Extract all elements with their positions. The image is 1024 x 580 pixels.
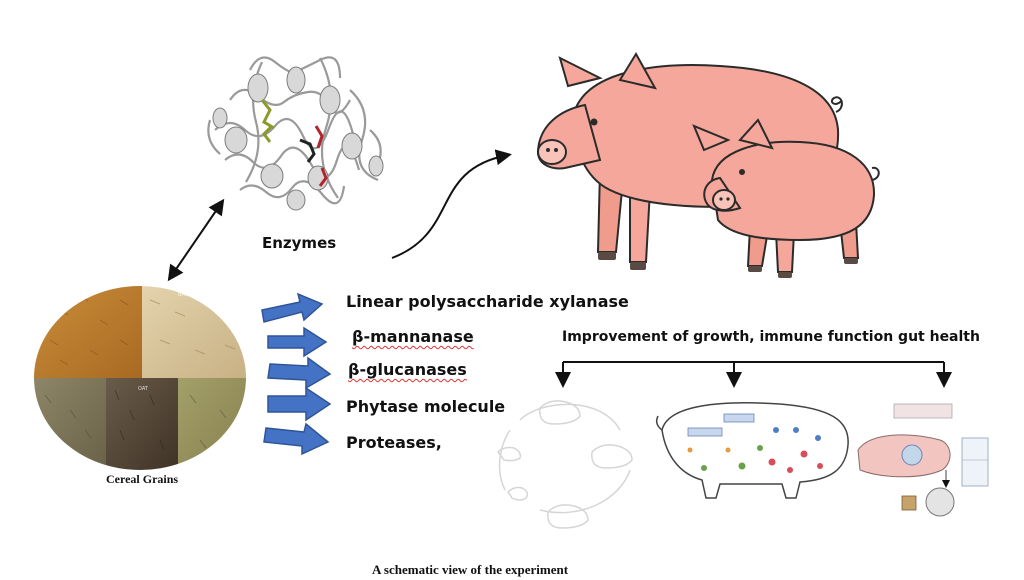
pig-lifecycle-icon [497, 400, 633, 529]
block-arrow-1 [261, 292, 324, 323]
outcome-bracket [555, 361, 952, 388]
curved-arrow-to-pigs [391, 149, 512, 259]
enzyme-item-glucanases: β-glucanases [348, 360, 467, 379]
pig-gut-diagram-icon [857, 403, 989, 517]
enzyme-item-proteases: Proteases, [346, 433, 442, 452]
caption: A schematic view of the experiment [372, 562, 569, 577]
protein-structure-icon [207, 56, 384, 211]
block-arrow-4 [267, 386, 332, 422]
pig-icon [536, 52, 880, 278]
improvement-label: Improvement of growth, immune function g… [562, 329, 980, 345]
enzyme-item-mannanase: β-mannanase [352, 327, 474, 346]
grain-icon [34, 286, 246, 470]
enzyme-item-xylanase: Linear polysaccharide xylanase [346, 292, 629, 311]
block-arrow-5 [263, 422, 330, 456]
enzyme-item-phytase: Phytase molecule [346, 397, 506, 416]
enzyme-block-arrows [261, 292, 332, 456]
block-arrow-3 [267, 356, 332, 390]
enzymes-label: Enzymes [262, 234, 337, 252]
pig-immune-diagram-icon [655, 402, 849, 499]
grain-tag-oat: OAT [138, 386, 148, 392]
block-arrow-2 [267, 326, 328, 358]
grain-tag-barley: BARL [178, 292, 192, 298]
enzyme-grain-double-arrow [167, 198, 225, 282]
cereal-grains-label: Cereal Grains [106, 472, 179, 486]
